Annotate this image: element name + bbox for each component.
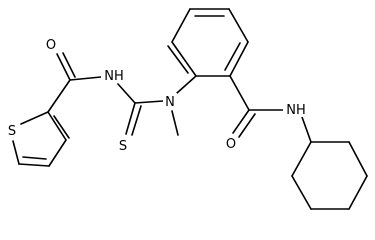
bond-benzene-1-2-inner	[167, 45, 189, 74]
bond-n-methyl	[171, 110, 179, 136]
bond-thiophene-c2-c3	[47, 111, 67, 141]
bond-nh-cyclohexyl	[301, 116, 312, 143]
bond-cyclohexane-2-3	[348, 141, 368, 177]
bond-cyclohexane-6-1	[291, 141, 312, 177]
molecule-structure: O NH S S N O NH	[5, 8, 368, 210]
atom-label-nh-thioamide: NH	[104, 69, 124, 84]
bond-amide-co-double-a	[232, 109, 250, 134]
bond-aryl-amide-carbon	[229, 75, 250, 111]
atom-label-n-methyl: N	[165, 95, 175, 110]
bond-co-double-a	[56, 53, 71, 81]
bond-thiophene-c3-c4	[48, 139, 67, 167]
bond-thiophene-c4-c5	[18, 163, 50, 167]
bond-cyclohexane-5-6	[291, 175, 312, 210]
bond-nh-thiocarbonyl	[117, 83, 136, 104]
atom-label-s-thiophene: S	[8, 124, 16, 139]
bond-amide-co-double-b	[238, 113, 256, 138]
bond-thiocarbonyl-n	[134, 100, 164, 104]
atom-label-nh-amide: NH	[286, 103, 306, 118]
bond-benzene-2-3	[171, 8, 191, 43]
bond-n-aryl	[176, 75, 197, 94]
bond-thiophene-c4-c5-inner	[22, 156, 47, 160]
bond-cs-double-a	[125, 102, 136, 135]
bond-cs-double-b	[131, 105, 142, 136]
bond-thiophene-s-c2	[20, 111, 49, 125]
bond-benzene-4-5	[228, 8, 249, 43]
bond-cyclohexane-3-4	[348, 175, 368, 210]
bond-benzene-5-6-inner	[224, 42, 241, 71]
bond-carbonyl-nh	[69, 76, 102, 81]
bonds	[12, 8, 368, 210]
bond-benzene-1-2	[171, 41, 197, 77]
atom-label-o-amide: O	[226, 137, 236, 152]
atom-label-s-thiocarbonyl: S	[119, 139, 127, 154]
bond-thiophene-c2-c3-inner	[53, 115, 70, 139]
bond-benzene-5-6	[229, 41, 249, 77]
bond-thiophene-c5-s	[12, 140, 20, 165]
bond-c2-carbonyl	[47, 79, 71, 113]
atom-label-o-thiophene-carbonyl: O	[46, 38, 56, 53]
bond-co-double-b	[62, 52, 76, 78]
atom-labels: O NH S S N O NH	[5, 37, 309, 154]
